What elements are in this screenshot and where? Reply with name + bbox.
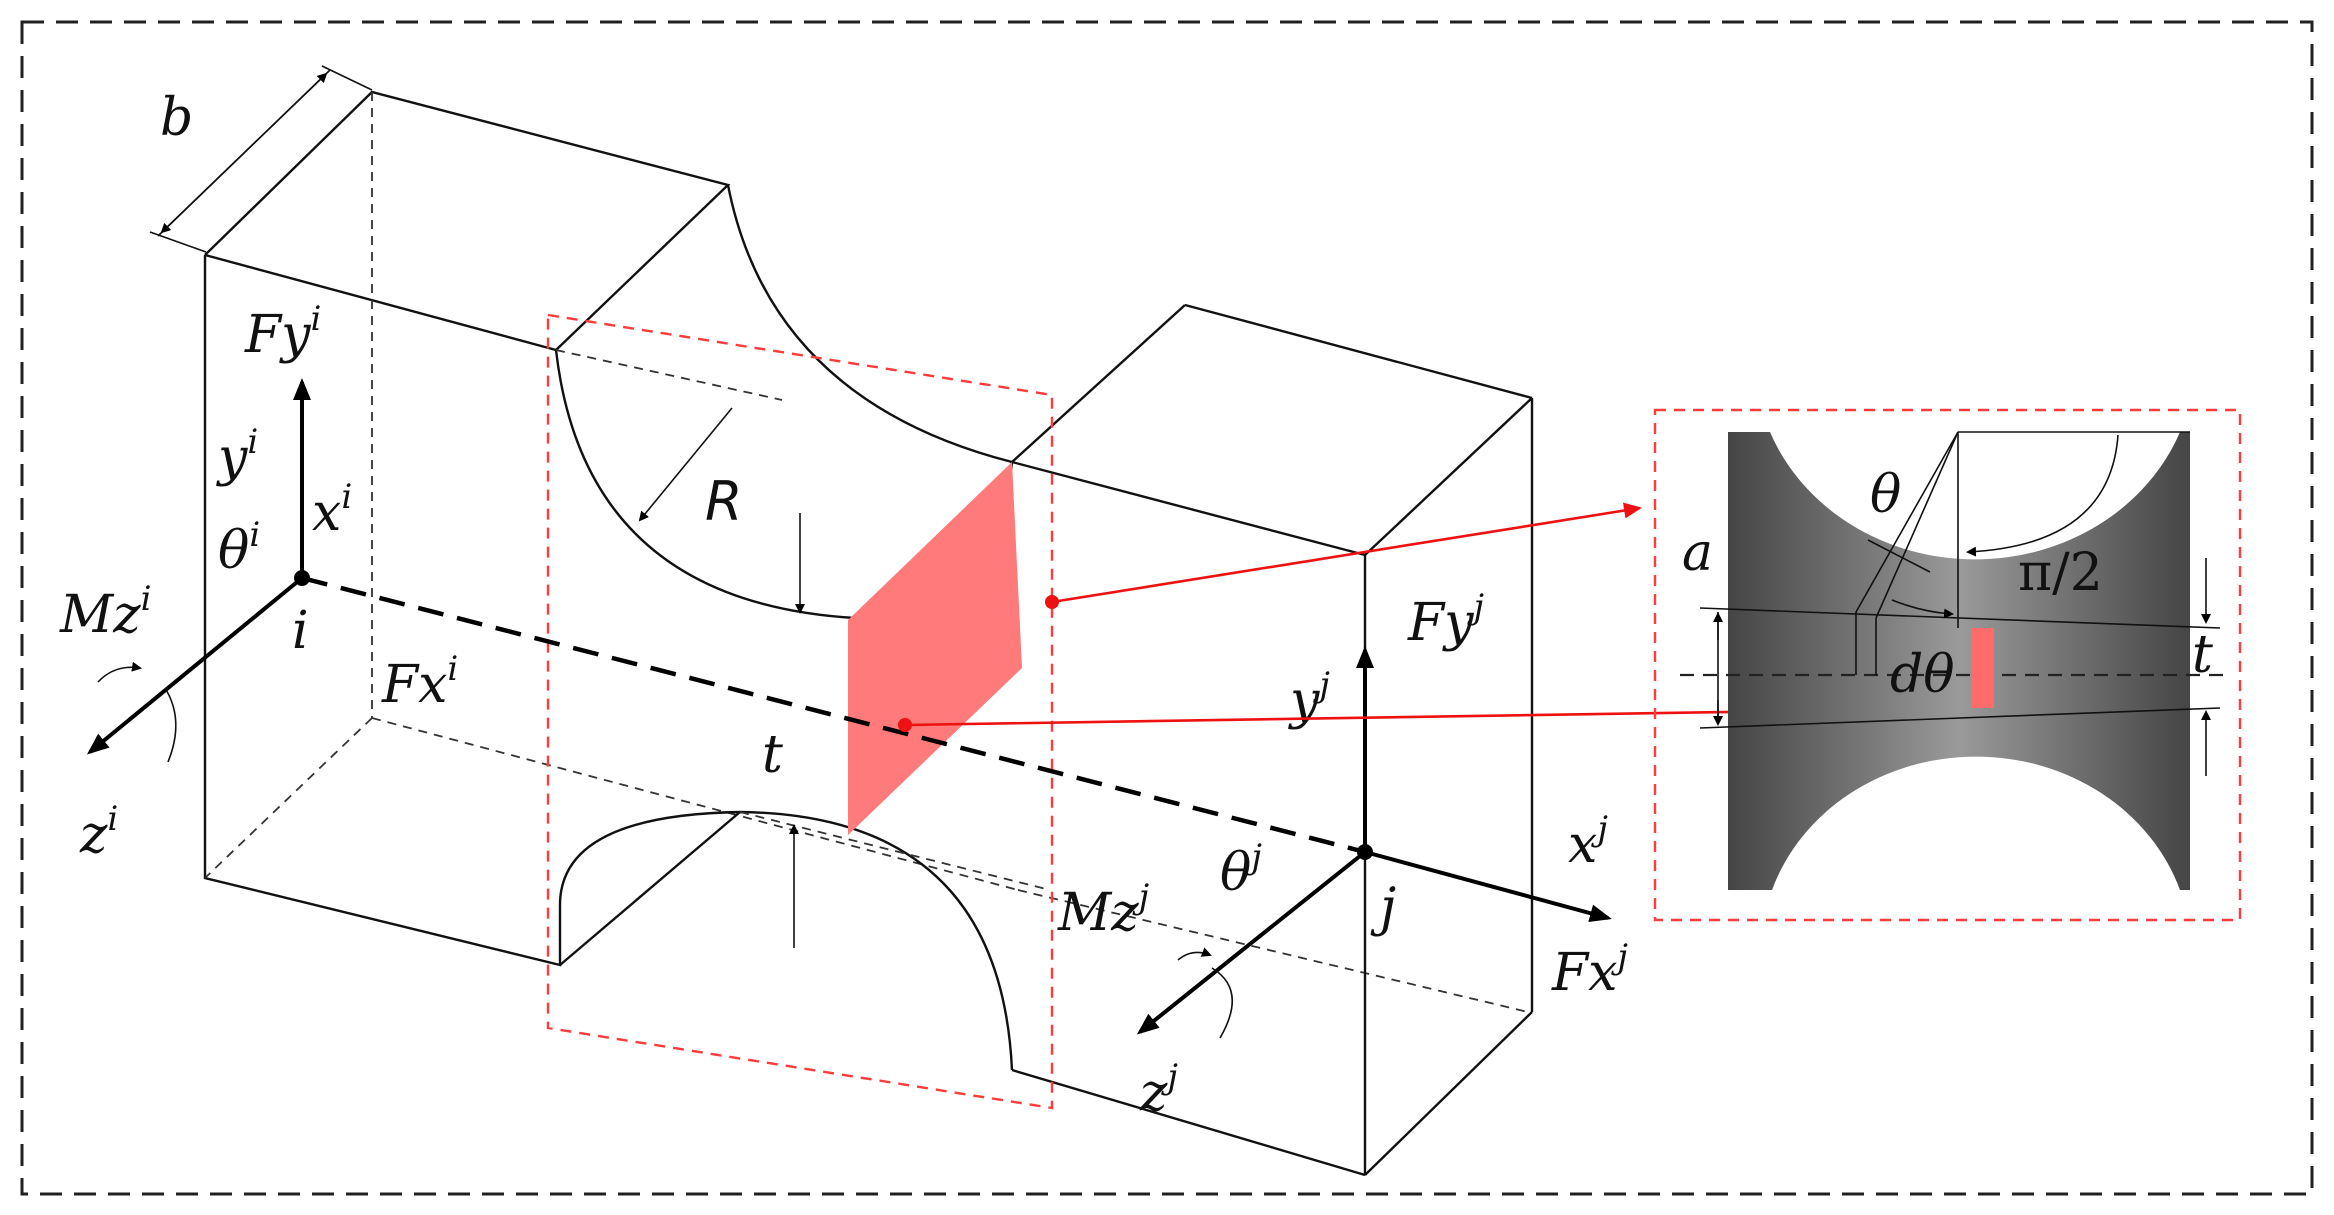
label-Mz-j: Mzj: [1057, 877, 1150, 943]
label-z-i: zi: [79, 799, 118, 865]
detail-dim-a-bottom: [1699, 707, 2221, 729]
detail-gray-profile: [1728, 432, 2190, 890]
label-R: R: [705, 470, 743, 533]
label-y-i: yi: [216, 422, 258, 488]
label-theta-j: θj: [1220, 837, 1262, 903]
node-j-point: [1357, 844, 1373, 860]
lower-notch-left-edge: [559, 811, 741, 966]
connector-arrow-top: [1051, 502, 1642, 604]
label-dtheta: dθ: [1890, 645, 1955, 705]
detail-pi-half-arc: [1966, 434, 2119, 557]
label-pi-half: π/2: [2018, 543, 2103, 603]
detail-theta-ray-2: [1875, 431, 1959, 619]
detail-dtheta-tick: [1867, 539, 1931, 573]
lower-hidden-edge: [739, 811, 1051, 891]
node-j-coordinate-system: Fyj yj xj θj Mzj j Fxj zj: [1057, 587, 1628, 1123]
detail-theta-ray-1: [1855, 431, 1959, 613]
width-arrow-2: [243, 72, 328, 154]
label-t: t: [762, 725, 783, 785]
label-theta-i: θi: [218, 515, 260, 581]
axis-x-j: [1364, 850, 1612, 922]
hinge-body: [203, 90, 1534, 1177]
label-Fx-i: Fxi: [381, 649, 458, 715]
radius-arrow: [638, 407, 733, 522]
node-i-point: [294, 570, 310, 586]
axis-z-j: [1136, 850, 1367, 1035]
axis-z-i: [86, 576, 304, 755]
label-Fx-j: Fxj: [1551, 937, 1628, 1003]
detail-frame: [1653, 408, 2242, 922]
label-a: a: [1682, 523, 1713, 583]
detail-view: a t θ π/2 dθ: [1653, 408, 2242, 922]
cross-section-highlight: [848, 462, 1022, 835]
neutral-axis: [301, 575, 1366, 855]
right-block-bottom-right-edge: [1364, 1011, 1533, 1176]
node-i-coordinate-system: Fyi yi xi θi Mzi i Fxi zi: [59, 299, 458, 865]
width-arrow-1: [160, 152, 245, 234]
label-x-i: xi: [312, 477, 352, 543]
outer-frame: [20, 20, 2314, 1196]
right-block-bottom-edge: [1011, 1068, 1366, 1177]
moment-arc-j: [1211, 967, 1233, 1039]
label-node-i: i: [292, 601, 309, 661]
label-b: b: [160, 88, 193, 148]
moment-arc-i: [164, 687, 177, 763]
hidden-back-bottom-edge-right: [1017, 889, 1529, 1013]
right-block-top-front-edge: [1364, 397, 1533, 556]
label-Fy-i: Fyi: [244, 299, 321, 365]
width-ext-line-2: [321, 65, 373, 91]
label-t-detail: t: [2192, 625, 2213, 685]
moment-arrow-i: [97, 661, 142, 683]
right-block-top-back-edge: [1184, 303, 1533, 400]
moment-arrow-j: [1177, 947, 1212, 961]
zoom-region-left: [546, 313, 1054, 1110]
detail-red-slice: [1972, 628, 1994, 708]
label-theta-detail: θ: [1870, 465, 1901, 525]
left-block-front-top-edge: [204, 253, 557, 352]
lower-notch-front-arc: [558, 810, 1014, 1071]
detail-theta-arc: [1891, 599, 1954, 619]
left-hidden-bottom-diagonal: [204, 717, 373, 879]
label-node-j: j: [1370, 878, 1396, 938]
left-block-top-edge: [204, 90, 731, 351]
upper-notch-back-arc: [726, 184, 1013, 464]
width-ext-line-1: [149, 231, 207, 253]
label-y-j: yj: [1288, 665, 1330, 731]
notch-radius-guide: [555, 349, 783, 401]
label-z-j: zj: [1139, 1057, 1178, 1123]
label-Fy-j: Fyj: [1407, 587, 1484, 653]
left-block-front-face: [203, 255, 562, 967]
detail-dim-a-top: [1699, 607, 2221, 629]
right-block-top-side-edge: [1011, 460, 1366, 557]
right-block-top-left-edge: [1011, 304, 1186, 463]
label-x-j: xj: [1568, 809, 1608, 875]
label-Mz-i: Mzi: [59, 579, 152, 645]
